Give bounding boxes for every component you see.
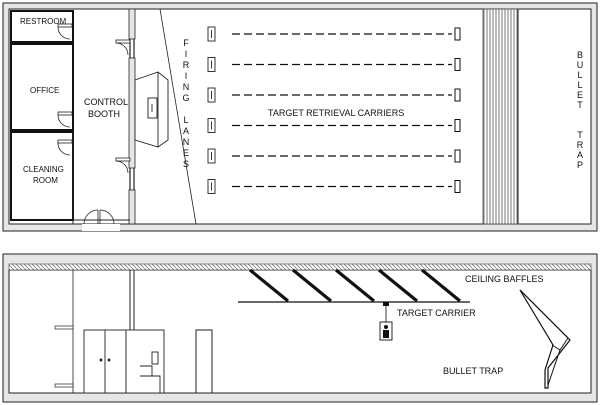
bullet-trap-letter: T [577,130,583,140]
target-retrieval-label: TARGET RETRIEVAL CARRIERS [268,108,404,118]
section-view: CEILING BAFFLES TARGET CARRIER BULLET TR… [2,253,598,403]
restroom-label: RESTROOM [20,17,67,26]
bullet-trap-letter: E [577,90,583,100]
firing-lanes-letter: N [183,82,190,92]
entrance-doors [82,209,120,231]
target-stop [454,27,461,41]
firing-lanes-letter: N [183,137,190,147]
room-doors [57,23,73,156]
cleaning-room-label-line1: CLEANING [23,165,64,174]
target-carrier-label: TARGET CARRIER [397,308,476,318]
firing-lanes-letter: F [183,38,189,48]
bullet-trap-letter: R [577,140,584,150]
target-stop [454,180,461,193]
control-booth-label-line2: BOOTH [88,109,120,119]
ceiling-strip [8,263,592,271]
firing-lanes-letter: S [183,159,189,169]
bullet-trap-letter: L [577,80,582,90]
ceiling-baffles-label: CEILING BAFFLES [465,274,544,284]
target-silhouette-icon [379,321,393,341]
firing-lanes-letter: A [183,126,189,136]
bullet-trap-letter: A [577,150,583,160]
section-doors [83,329,127,394]
firing-lanes-letter: R [183,60,190,70]
floor-plan: RESTROOM OFFICE CLEANING ROOM CONTROL BO… [2,2,598,232]
control-console [134,71,169,148]
lane [207,148,461,164]
bullet-trap-letter: P [577,160,583,170]
baffle [420,268,462,303]
section-bullet-trap [519,289,571,389]
baffle [248,268,290,303]
firing-lanes-letter: L [183,115,188,125]
section-barrier [195,329,213,394]
baffle [377,268,419,303]
firing-lanes-letter: G [182,93,189,103]
lane [207,179,461,194]
target-stop [454,119,461,132]
target-stop [454,88,461,102]
firing-lanes-letter: I [185,49,188,59]
office-room [10,43,74,131]
lane [207,87,461,103]
target-stop [454,149,461,163]
firing-lanes-letter: E [183,148,189,158]
ceiling-baffles [248,268,462,303]
bullet-trap-letter: T [577,100,583,110]
firing-lanes-letter: I [185,71,188,81]
lane [207,26,461,42]
baffle [291,268,333,303]
cleaning-room-label-line2: ROOM [33,176,58,185]
firing-lanes [207,26,461,194]
bullet-trap-letter: B [577,50,583,60]
baffle [334,268,376,303]
office-label: OFFICE [30,86,59,95]
plan-bullet-trap-area [482,8,519,225]
section-console [125,329,165,394]
plan-bullet-trap-label: BULLET TRAP [577,50,584,170]
lane [207,118,461,133]
lane [207,57,461,72]
target-stop [454,58,461,71]
control-booth-label-line1: CONTROL [84,97,128,107]
bullet-trap-letter: L [577,70,582,80]
section-bullet-trap-label: BULLET TRAP [443,366,503,376]
bullet-trap-letter: U [577,60,584,70]
